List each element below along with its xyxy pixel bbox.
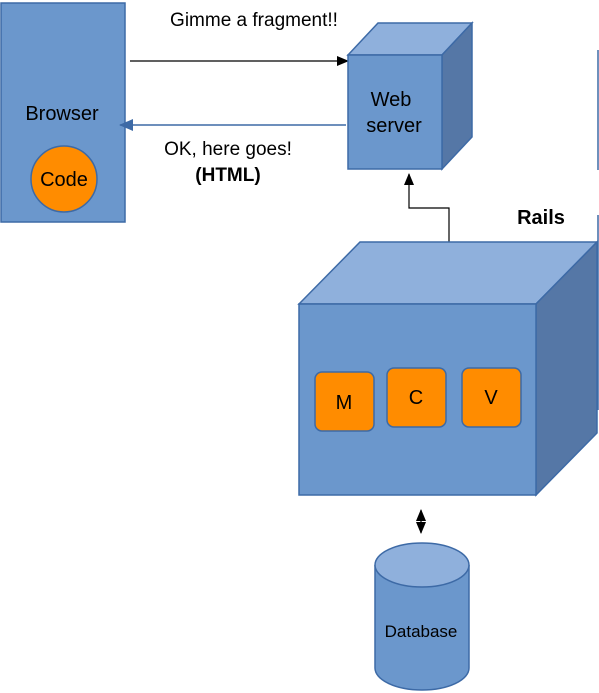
rails-label: Rails (517, 207, 565, 229)
database-label: Database (385, 622, 458, 641)
web-server-cube: Web server (346, 21, 474, 171)
code-badge: Code (30, 145, 98, 213)
database-cylinder: Database (374, 542, 470, 691)
browser-label: Browser (25, 103, 99, 125)
code-label: Code (40, 169, 88, 191)
rails-to-server-arrow (404, 173, 450, 242)
view-component: V (461, 367, 522, 428)
controller-label: C (409, 387, 423, 409)
response-label: OK, here goes! (164, 139, 292, 160)
browser-box: Browser Code (0, 2, 126, 223)
model-component: M (314, 371, 375, 432)
response-format-label: (HTML) (195, 165, 260, 186)
controller-component: C (386, 367, 447, 428)
view-label: V (484, 387, 498, 409)
request-label: Gimme a fragment!! (170, 10, 338, 31)
web-server-label-line1: Web (371, 89, 412, 111)
web-server-label-line2: server (366, 115, 422, 137)
rails-cube: M C V (297, 240, 599, 497)
model-label: M (336, 392, 353, 414)
